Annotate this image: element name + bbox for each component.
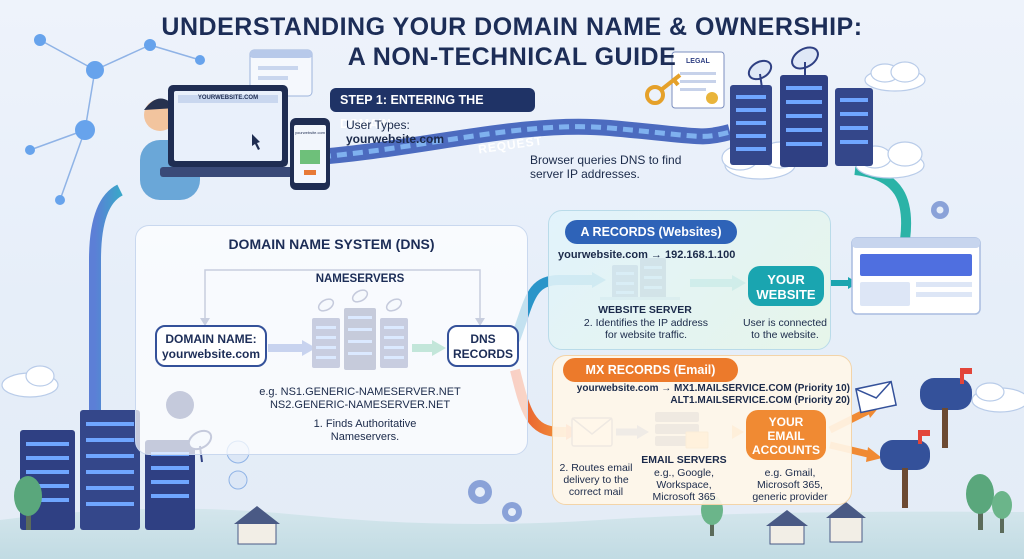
request-stream-dash [304,124,731,161]
connected-line-1: User is connected [742,317,828,329]
smartphone-illustration [290,118,330,190]
providers-line-3: generic provider [752,491,828,503]
servers-line-3: Microsoft 365 [652,491,716,503]
finds-line-1: 1. Finds Authoritative [313,418,417,430]
nameservers-label: NAMESERVERS [315,273,405,285]
accounts-line-3: ACCOUNTS [752,443,820,457]
domain-name-box: DOMAIN NAME: yourwebsite.com [155,325,267,367]
records-box-line-1: DNS [470,332,496,346]
title-line-2: A Non-Technical Guide [347,43,677,71]
laptop-screen-url: YOURWEBSITE.COM [197,95,259,101]
providers-line-1: e.g. Gmail, [764,467,816,479]
email-servers-examples: e.g., Google, Workspace, Microsoft 365 [638,467,730,503]
email-servers-label: EMAIL SERVERS [641,454,727,466]
key-icon [645,73,682,105]
mx-mapping: yourwebsite.com → MX1.MAILSERVICE.COM (P… [560,383,850,407]
user-types-label: User Types: [346,118,410,132]
records-box-line-2: RECORDS [452,347,513,361]
dns-heading: DOMAIN NAME SYSTEM (DNS) [228,236,435,252]
server-tower-cluster [20,410,195,530]
your-website-line-1: YOUR [767,272,805,287]
your-website-line-2: WEBSITE [756,287,816,302]
accounts-line-1: YOUR [768,415,804,429]
mailbox-icon [920,368,972,448]
routes-line-2: delivery to the [563,474,629,486]
house-icon [234,502,866,545]
website-browser-illustration [851,237,981,315]
legal-document-label: LEGAL [686,58,710,65]
browser-note-line-2: server IP addresses. [530,167,640,181]
servers-line-1: e.g., Google, [653,467,715,479]
nameserver-examples: e.g. NS1.GENERIC-NAMESERVER.NET NS2.GENE… [240,386,480,412]
routes-line-1: 2. Routes email [559,462,633,474]
cloud [864,61,926,92]
node-dot [34,34,46,46]
page-title: Understanding Your Domain Name & Ownersh… [0,12,1024,72]
title-line-1: Understanding Your Domain Name & Ownersh… [161,13,863,41]
user-at-laptop-illustration [140,85,310,200]
data-pipe-left [89,184,124,430]
connected-line-2: to the website. [751,329,819,341]
step-1-label: STEP 1: ENTERING THE DOMAIN [330,88,535,131]
mx-records-label: MX RECORDS (Email) [563,358,738,382]
user-types-value: yourwebsite.com [346,132,445,146]
providers-line-2: Microsoft 365, [757,479,823,491]
mx-mapping-line-2: ALT1.MAILSERVICE.COM (Priority 20) [670,395,850,406]
node-dot [25,145,35,155]
mailbox-icon [880,430,930,508]
dns-records-box: DNS RECORDS [447,325,519,367]
phone-screen-url: yourwebsite.com [294,130,325,135]
domain-box-line-2: yourwebsite.com [161,347,261,361]
network-nodes [29,39,201,201]
node-dot [55,195,65,205]
a-records-label: A RECORDS (Websites) [565,220,737,244]
data-pipe-right [854,165,912,241]
browser-note-line-1: Browser queries DNS to find [530,153,682,167]
cloud [971,382,1024,413]
email-providers-note: e.g. Gmail, Microsoft 365, generic provi… [740,467,840,503]
website-server-label: WEBSITE SERVER [598,304,692,316]
mx-mapping-line-1: yourwebsite.com → MX1.MAILSERVICE.COM (P… [576,383,850,394]
node-dot [75,120,95,140]
domain-box-line-1: DOMAIN NAME: [165,332,257,346]
routes-line-3: correct mail [568,486,624,498]
your-website-badge: YOUR WEBSITE [748,266,824,306]
signal-icon [228,470,248,490]
routes-email-note: 2. Routes email delivery to the correct … [556,462,636,498]
a-records-mapping: yourwebsite.com → 192.168.1.100 [558,249,736,261]
connected-note: User is connected to the website. [730,317,840,341]
servers-line-2: Workspace, [656,479,712,491]
finds-line-2: Nameservers. [330,431,400,443]
browser-window-mockup [249,49,313,97]
accounts-line-2: EMAIL [767,429,805,443]
legal-document-icon [671,51,725,109]
identifies-ip-note: 2. Identifies the IP address for website… [566,317,726,341]
cloud [1,365,59,398]
satellite-dish-icon [747,46,819,89]
flying-envelope-icon [855,380,897,414]
node-dot [144,39,156,51]
server-cluster-top [730,75,873,167]
your-email-accounts-badge: YOUR EMAIL ACCOUNTS [746,410,826,460]
ns-example-line-1: e.g. NS1.GENERIC-NAMESERVER.NET [259,386,461,398]
finds-nameservers-note: 1. Finds Authoritative Nameservers. [270,418,460,444]
identifies-line-1: 2. Identifies the IP address [583,317,709,329]
node-dot [195,55,205,65]
identifies-line-2: for website traffic. [604,329,688,341]
ns-example-line-2: NS2.GENERIC-NAMESERVER.NET [269,399,451,411]
node-dot [86,61,104,79]
